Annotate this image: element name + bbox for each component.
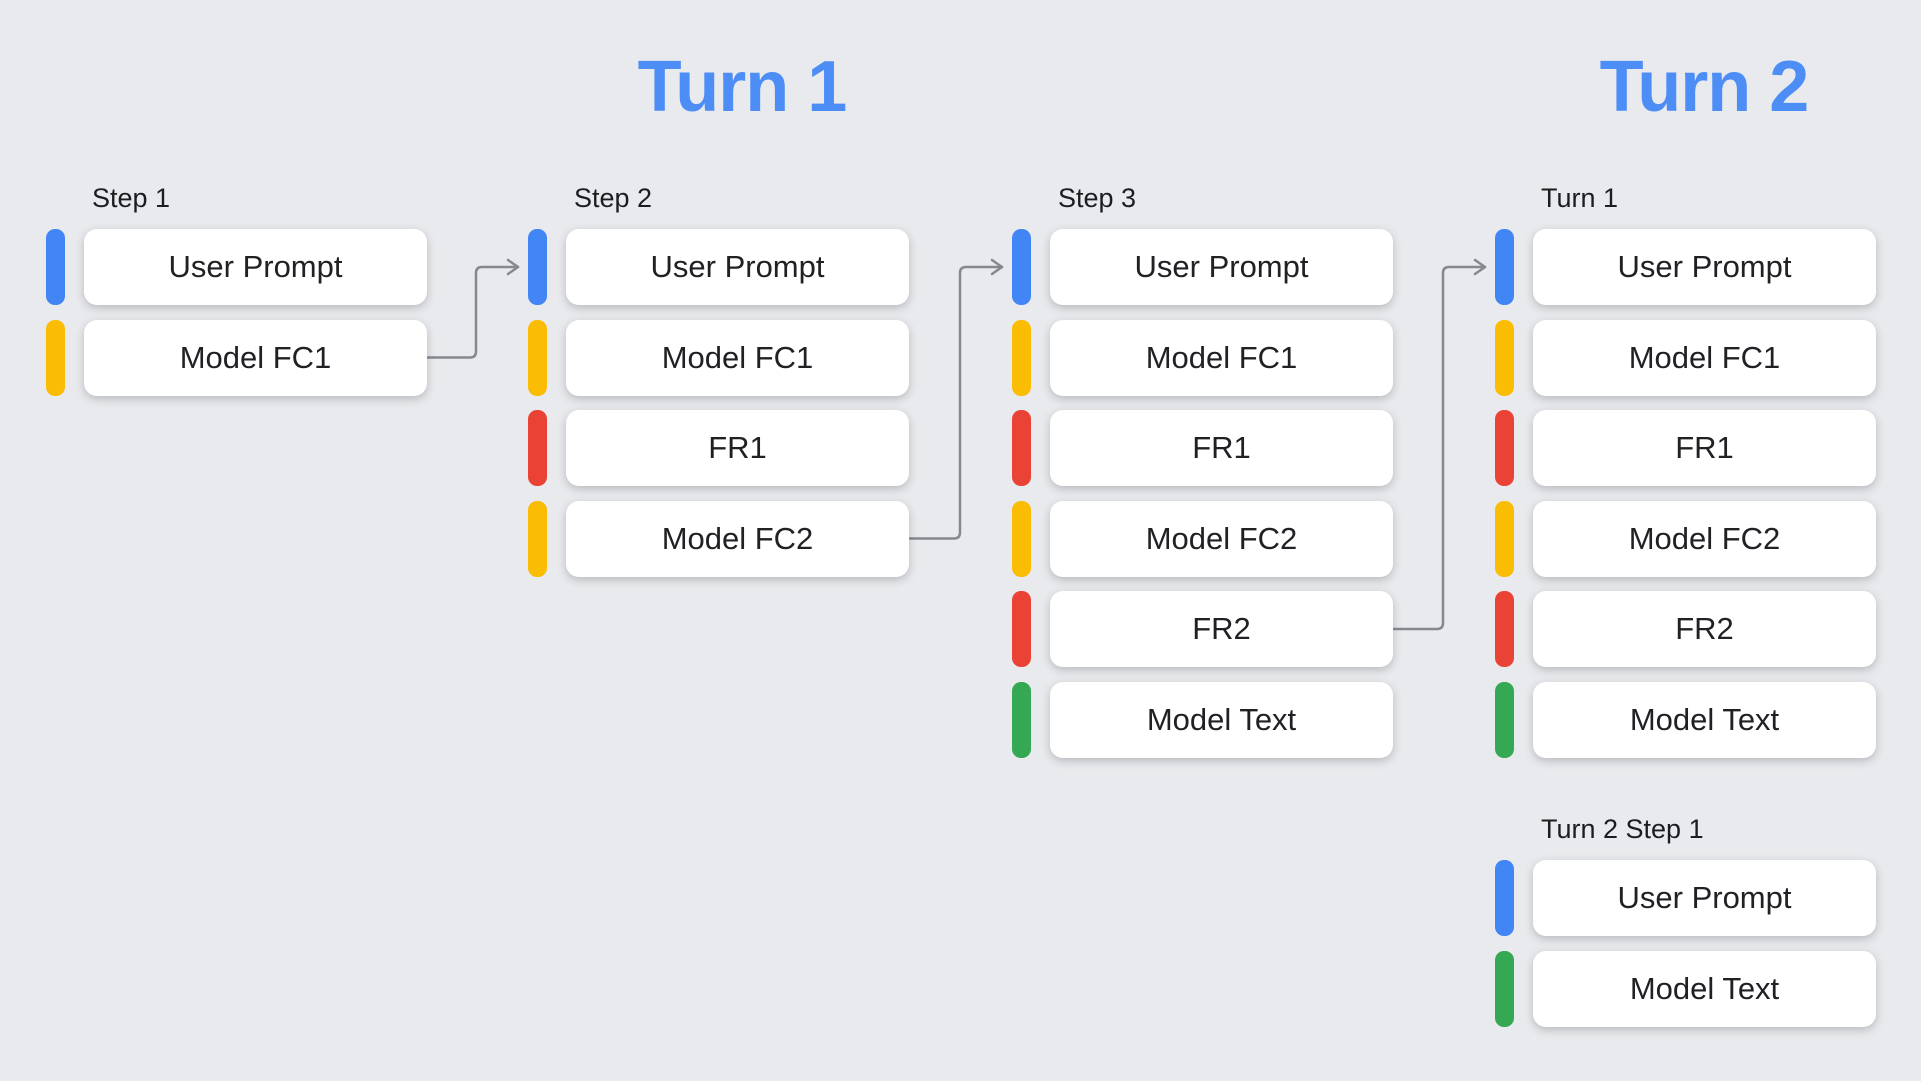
user-prompt-box: User Prompt (566, 229, 909, 305)
row: Model FC1 (1495, 320, 1876, 396)
row: FR1 (1495, 410, 1876, 486)
function-response-box: FR1 (1533, 410, 1876, 486)
model-fc-bar (1012, 320, 1031, 396)
row: Model Text (1495, 682, 1876, 758)
row: User Prompt (1012, 229, 1393, 305)
row: User Prompt (1495, 229, 1876, 305)
user-prompt-box: User Prompt (84, 229, 427, 305)
row: Model Text (1012, 682, 1393, 758)
function-response-box: FR1 (1050, 410, 1393, 486)
column-label: Turn 1 (1541, 183, 1619, 213)
function-response-bar (1495, 410, 1514, 486)
model-text-box: Model Text (1533, 682, 1876, 758)
arrow-step3-to-turn1 (1392, 258, 1487, 631)
column-label: Turn 2 Step 1 (1541, 814, 1704, 844)
model-text-bar (1495, 951, 1514, 1027)
user-prompt-bar (1495, 229, 1514, 305)
user-prompt-bar (1495, 860, 1514, 936)
row: User Prompt (528, 229, 909, 305)
model-fc-bar (528, 501, 547, 577)
row: Model FC2 (1495, 501, 1876, 577)
row: Model FC1 (528, 320, 909, 396)
column-label: Step 3 (1058, 183, 1137, 213)
function-response-box: FR2 (1050, 591, 1393, 667)
turn-1-title: Turn 1 (637, 47, 848, 127)
row: Model FC1 (1012, 320, 1393, 396)
model-fc-box: Model FC1 (1533, 320, 1876, 396)
arrow-step2-to-step3 (908, 258, 1004, 540)
model-fc-box: Model FC2 (566, 501, 909, 577)
user-prompt-box: User Prompt (1050, 229, 1393, 305)
user-prompt-bar (1012, 229, 1031, 305)
model-fc-box: Model FC1 (84, 320, 427, 396)
row: Model FC1 (46, 320, 427, 396)
row: FR2 (1495, 591, 1876, 667)
model-text-box: Model Text (1533, 951, 1876, 1027)
function-response-bar (1495, 591, 1514, 667)
arrow-step1-to-step2 (426, 258, 520, 359)
row: FR2 (1012, 591, 1393, 667)
row: FR1 (1012, 410, 1393, 486)
row: Model Text (1495, 951, 1876, 1027)
row: User Prompt (1495, 860, 1876, 936)
model-text-bar (1012, 682, 1031, 758)
row: User Prompt (46, 229, 427, 305)
user-prompt-bar (528, 229, 547, 305)
function-response-box: FR2 (1533, 591, 1876, 667)
model-fc-bar (46, 320, 65, 396)
model-fc-box: Model FC1 (1050, 320, 1393, 396)
column-label: Step 1 (92, 183, 171, 213)
model-fc-bar (1495, 501, 1514, 577)
function-response-bar (1012, 591, 1031, 667)
function-response-bar (1012, 410, 1031, 486)
model-text-box: Model Text (1050, 682, 1393, 758)
user-prompt-box: User Prompt (1533, 229, 1876, 305)
turn-2-title: Turn 2 (1599, 47, 1810, 127)
row: Model FC2 (1012, 501, 1393, 577)
row: FR1 (528, 410, 909, 486)
model-fc-box: Model FC2 (1533, 501, 1876, 577)
row: Model FC2 (528, 501, 909, 577)
user-prompt-bar (46, 229, 65, 305)
function-response-bar (528, 410, 547, 486)
model-fc-bar (1012, 501, 1031, 577)
user-prompt-box: User Prompt (1533, 860, 1876, 936)
function-response-box: FR1 (566, 410, 909, 486)
model-fc-bar (1495, 320, 1514, 396)
model-fc-box: Model FC1 (566, 320, 909, 396)
model-text-bar (1495, 682, 1514, 758)
model-fc-bar (528, 320, 547, 396)
model-fc-box: Model FC2 (1050, 501, 1393, 577)
column-label: Step 2 (574, 183, 653, 213)
